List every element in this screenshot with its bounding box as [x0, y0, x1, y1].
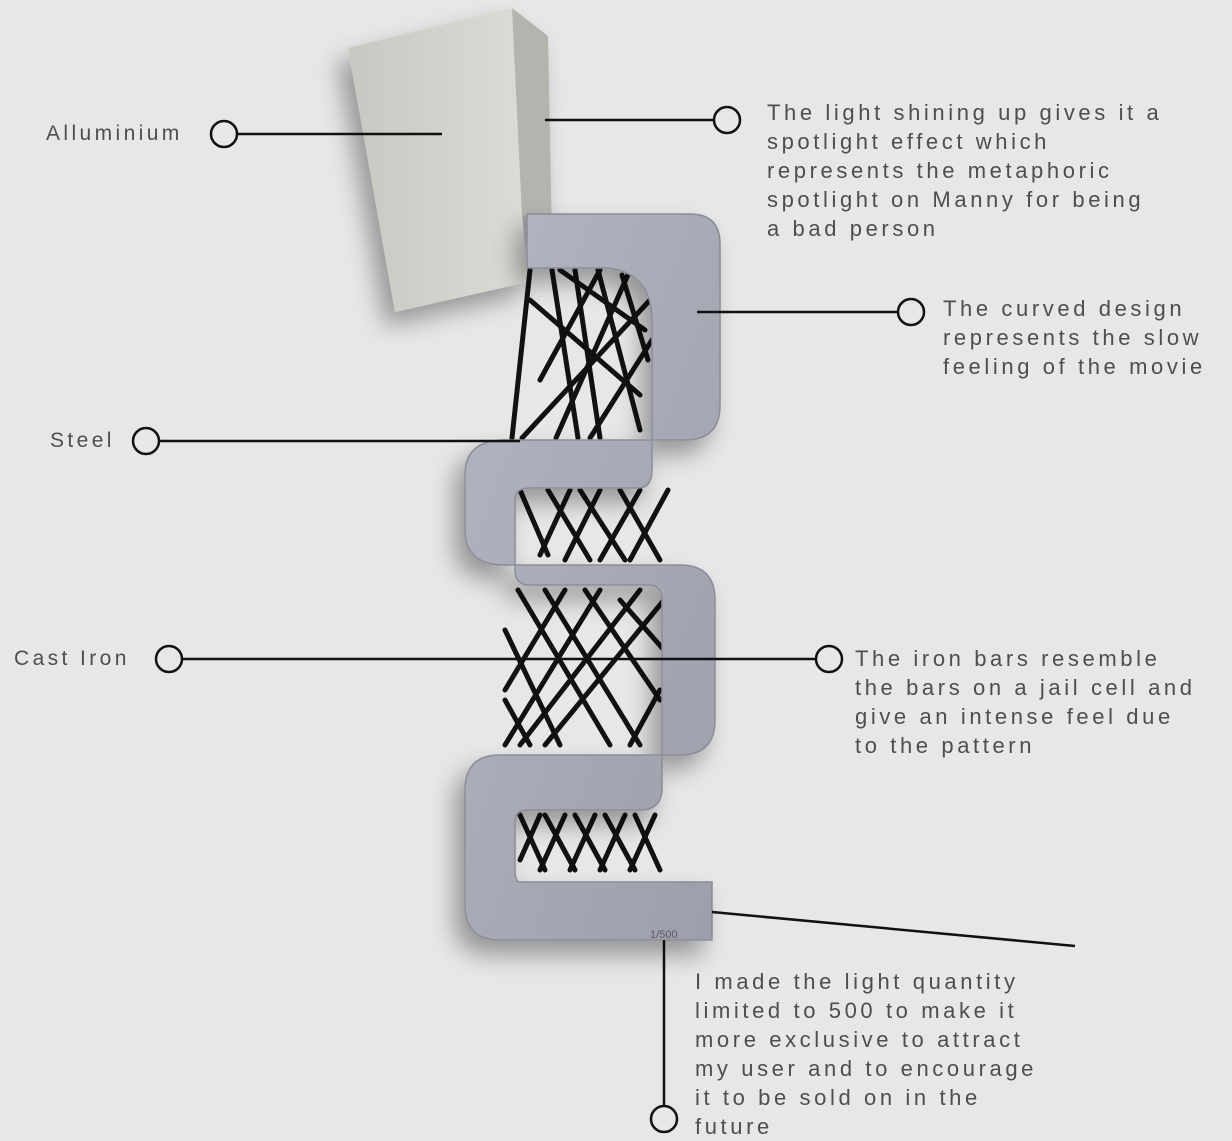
label-aluminium: Alluminium: [46, 122, 183, 145]
label-cast-iron: Cast Iron: [14, 647, 130, 670]
note-bars: The iron bars resemble the bars on a jai…: [855, 646, 1196, 758]
callout-circle-aluminium: [209, 119, 239, 149]
lamp-body: [464, 213, 721, 941]
callout-circle-curve: [896, 297, 926, 327]
note-spotlight: The light shining up gives it a spotligh…: [767, 100, 1163, 241]
note-curve: The curved design represents the slow fe…: [943, 296, 1206, 379]
edition-mark: 1/500: [650, 929, 678, 941]
label-steel: Steel: [50, 429, 115, 452]
aluminium-plate: [348, 8, 552, 312]
callout-circles: [131, 105, 926, 1134]
note-quantity: I made the light quantity limited to 500…: [695, 969, 1037, 1139]
iron-bars: [502, 267, 671, 873]
callout-circle-spotlight: [712, 105, 742, 135]
callout-circle-quantity: [649, 1104, 679, 1134]
callout-circle-cast-iron: [154, 644, 184, 674]
callout-circle-steel: [131, 426, 161, 456]
leader-lines: [160, 118, 1076, 1105]
callout-circle-bars: [814, 644, 844, 674]
